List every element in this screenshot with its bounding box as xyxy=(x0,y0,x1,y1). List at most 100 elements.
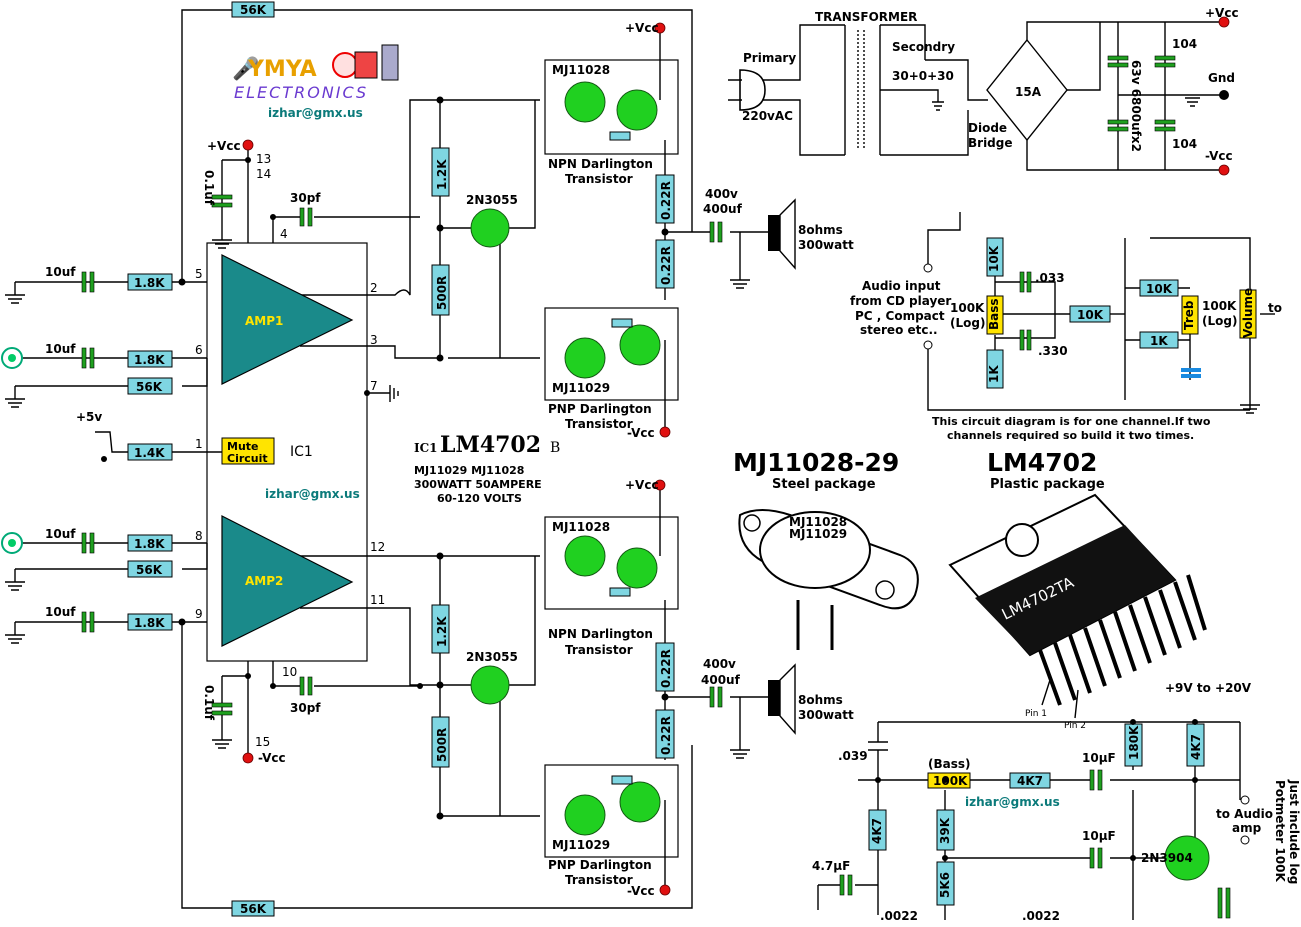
cap-label: 10uf xyxy=(45,265,76,279)
pin2-label: Pin 2 xyxy=(1064,721,1086,731)
amp-capacitors: 10uf 10uf 10uf 10uf 30pf 30pf 0.1uf 0.1u… xyxy=(45,170,723,721)
bass-label: Bass xyxy=(987,298,1001,330)
lm-package-drawing xyxy=(948,493,1207,719)
resistor-label: 10K xyxy=(1077,308,1104,322)
resistor-label: 4K7 xyxy=(870,818,884,844)
resistor-label: 1.2K xyxy=(435,159,449,190)
resistor-0r22 xyxy=(655,239,675,289)
email-link: izhar@gmx.us xyxy=(265,487,360,501)
mute-label-2: Circuit xyxy=(227,452,268,465)
resistor-label: 1.2K xyxy=(435,616,449,647)
cap-label: .330 xyxy=(1038,344,1068,358)
resistor-1k8 xyxy=(127,613,173,631)
speaker-impedance: 8ohms xyxy=(798,693,843,707)
cap-main-label: 63v 6800ufx2 xyxy=(1129,60,1143,152)
lm-package-sub: Plastic package xyxy=(990,477,1105,492)
mute-circuit-box xyxy=(221,437,275,465)
pin-8: 8 xyxy=(195,529,203,543)
pnp-part-label: MJ11029 xyxy=(552,838,610,852)
side-note: Potmeter 100K xyxy=(1273,780,1287,882)
vcc-label: -Vcc xyxy=(627,884,655,898)
speaker-impedance: 8ohms xyxy=(798,223,843,237)
cap-label: 10uf xyxy=(45,527,76,541)
resistor-label: 56K xyxy=(136,563,163,577)
resistor-1k2 xyxy=(431,604,450,654)
amp1-triangle xyxy=(221,254,354,385)
cap-label: 10uf xyxy=(45,605,76,619)
ground-symbols xyxy=(5,230,750,759)
resistor-500r xyxy=(431,264,450,316)
vcc-terminal xyxy=(659,426,671,438)
output-stage-top: MJ11028 NPN Darlington Transistor MJ1102… xyxy=(466,59,679,431)
resistor-500r xyxy=(431,716,450,768)
logo-brand: YMYA xyxy=(247,57,317,82)
npn-part-label: MJ11028 xyxy=(552,520,610,534)
treble-pot-label: 100K xyxy=(1202,299,1237,313)
vcc-label: -Vcc xyxy=(627,426,655,440)
bridge-label: Bridge xyxy=(968,136,1013,150)
specs-parts: MJ11029 MJ11028 xyxy=(414,464,524,477)
transistor-npn xyxy=(616,89,658,131)
resistor-label: 56K xyxy=(240,902,267,916)
resistor-1k8 xyxy=(127,273,173,291)
cap-label: .0022 xyxy=(880,909,918,923)
resistor-label: 1.8K xyxy=(134,616,165,630)
resistor-1k2 xyxy=(431,147,450,197)
pin-3: 3 xyxy=(370,333,378,347)
psu-out-pos: +Vcc xyxy=(1205,6,1239,20)
secondary-label: Secondry xyxy=(892,40,955,54)
tone-control xyxy=(923,212,1275,414)
input-label: from CD player xyxy=(850,294,951,308)
logo-subtitle: ELECTRONICS xyxy=(234,83,368,102)
pnp-part-label: MJ11029 xyxy=(552,381,610,395)
vcc-label: +Vcc xyxy=(207,139,241,153)
resistor-label: 10K xyxy=(1146,282,1173,296)
vcc-terminal xyxy=(654,22,666,34)
amp-resistors: 56K 56K 1.8K 1.8K 56K 1.4K 1.8K 56K 1.8K… xyxy=(127,1,675,917)
cap-label: 10µF xyxy=(1082,829,1116,843)
mute-supply-label: +5v xyxy=(76,410,102,424)
resistor-label: 39K xyxy=(938,817,952,844)
driver-label: 2N3055 xyxy=(466,650,518,664)
vcc-label: +Vcc xyxy=(625,21,659,35)
pnp-label: Transistor xyxy=(565,417,633,431)
bass-pot-label: (Log) xyxy=(950,316,985,330)
resistor-label: 1K xyxy=(1150,334,1168,348)
resistor-0r22 xyxy=(655,642,675,692)
preamp-pot-label: 100K xyxy=(933,774,968,788)
vcc-terminal xyxy=(659,884,671,896)
resistor-label: 1.8K xyxy=(134,353,165,367)
vcc-terminal xyxy=(242,752,254,764)
npn-label: Transistor xyxy=(565,643,633,657)
specs-rating: 300WATT 50AMPERE xyxy=(414,478,542,491)
cap-label: 4.7µF xyxy=(812,859,850,873)
power-supply xyxy=(728,16,1230,176)
pin-13: 13 xyxy=(256,152,271,166)
pnp-label: PNP Darlington xyxy=(548,402,652,416)
npn-label: NPN Darlington xyxy=(548,627,653,641)
amp2-label: AMP2 xyxy=(245,574,283,588)
transistor-pnp xyxy=(564,337,606,379)
cap-label: 10µF xyxy=(1082,751,1116,765)
junctions xyxy=(101,96,669,820)
microphone-icon: 🎤 xyxy=(232,55,259,82)
transistor-npn xyxy=(564,81,606,123)
resistor-label: 1.4K xyxy=(134,446,165,460)
pin-14: 14 xyxy=(256,167,271,181)
ic-prefix: IC1 xyxy=(414,441,438,455)
mj-marking: MJ11028 xyxy=(789,515,847,529)
resistor-label: 56K xyxy=(240,3,267,17)
preamp-bass-label: (Bass) xyxy=(928,757,971,771)
amp1-label: AMP1 xyxy=(245,314,283,328)
side-note: Just include log xyxy=(1287,779,1301,884)
pin1-label: Pin 1 xyxy=(1025,709,1047,719)
resistor-label: 4K7 xyxy=(1189,734,1203,760)
mj-package-drawing xyxy=(738,509,919,650)
pin-15: 15 xyxy=(255,735,270,749)
resistor-label: 1K xyxy=(987,365,1001,383)
pin-7: 7 xyxy=(370,379,378,393)
resistor-label: 500R xyxy=(435,728,449,762)
lm-package-title: LM4702 xyxy=(987,448,1097,477)
bass-pot-label: 100K xyxy=(950,301,985,315)
resistor-0r22 xyxy=(655,174,675,224)
